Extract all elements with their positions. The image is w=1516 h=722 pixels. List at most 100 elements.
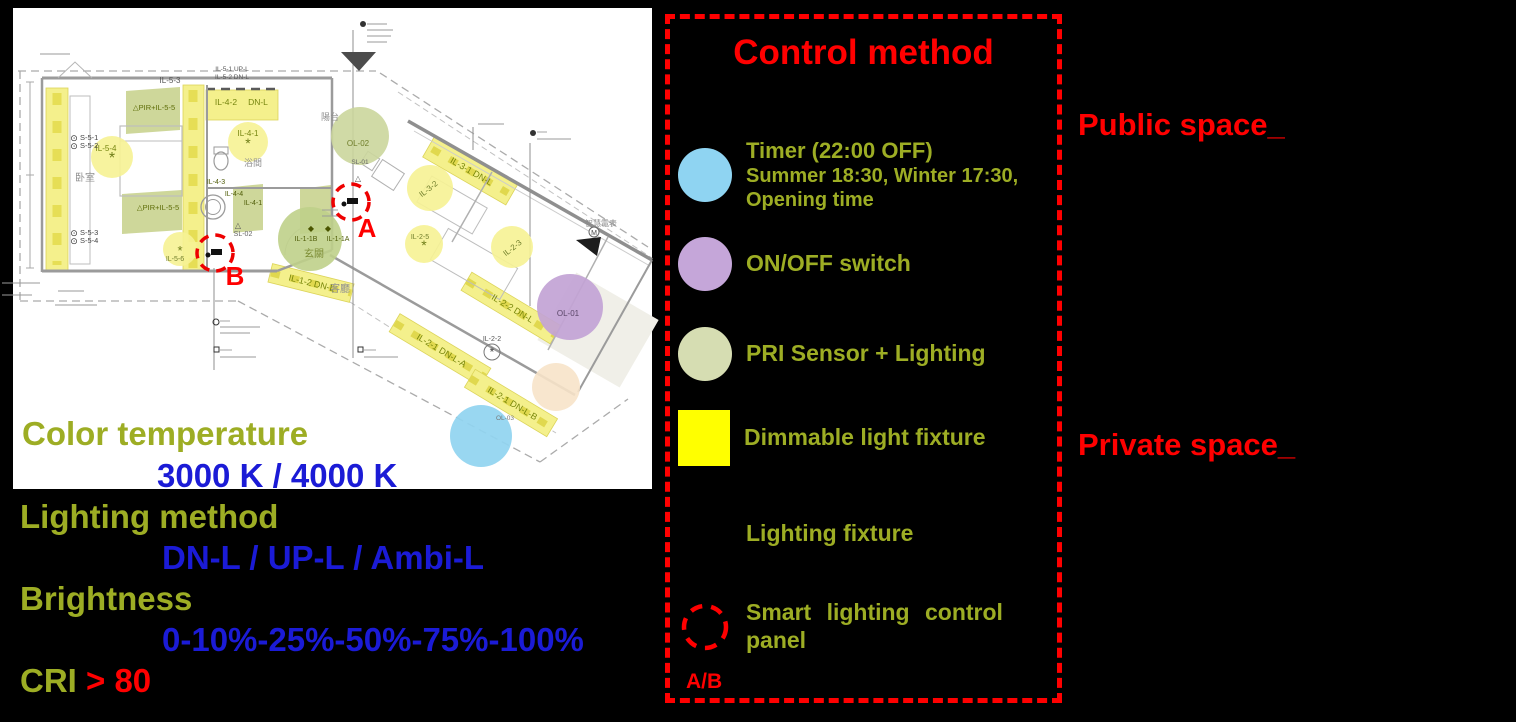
fixture-symbol: *: [109, 150, 115, 167]
legend-item-pri-sensor: PRI Sensor + Lighting: [678, 310, 1053, 398]
public-space-label: Public space_: [1078, 107, 1285, 142]
lighting-method-value: DN-L / UP-L / Ambi-L: [162, 539, 485, 576]
brightness-value: 0-10%-25%-50%-75%-100%: [162, 621, 584, 658]
zone-circle-IL-3-2: [407, 165, 453, 211]
dimmable-square-icon: [678, 410, 730, 466]
fixture-symbol: ◆: [308, 224, 315, 233]
legend-item-sublabel: Opening time: [746, 189, 874, 212]
control-method-legend: Control method Timer (22:00 OFF) Summer …: [665, 14, 1062, 703]
zone-circle-blue: [450, 405, 512, 467]
plan-line: [430, 145, 510, 197]
smart-meter-label: 智慧電表: [585, 218, 617, 228]
fixture-symbol: *: [245, 135, 251, 151]
plan-ml: [367, 23, 393, 43]
plan-text: OL-02: [347, 139, 370, 148]
legend-item-lighting-fixture: Lighting fixture: [678, 494, 1053, 574]
cri-label: CRI: [20, 662, 77, 699]
pri-sensor-circle-icon: [678, 327, 732, 381]
plan-text: DN-L: [248, 97, 268, 107]
plan-text: △PIR+IL-5-5: [133, 103, 175, 112]
plan-text: S-5-2: [80, 141, 98, 150]
zone-circle-IL-2-5: [405, 225, 443, 263]
room-label-bath: 浴間: [244, 158, 262, 168]
legend-item-label: Dimmable light fixture: [744, 424, 986, 451]
plan-text: IL-1-1A: [327, 236, 350, 243]
legend-item-onoff: ON/OFF switch: [678, 220, 1053, 308]
zone-circle-IL-4-1: [228, 122, 268, 162]
meter-symbol: M: [591, 230, 597, 237]
plan-line: [465, 278, 557, 338]
plan-rrect: [370, 158, 406, 192]
plan-ml: [220, 320, 260, 334]
pir-zone: [126, 87, 180, 134]
room-label-living: 客廳: [330, 282, 350, 295]
plan-text: IL-5-6: [166, 256, 184, 263]
onoff-circle-icon: [678, 237, 732, 291]
legend-item-label: Smart lighting control: [746, 599, 1003, 626]
plan-text: △: [235, 221, 242, 230]
plan-text: IL-4-1: [238, 129, 259, 138]
plan-text: IL-2-2: [483, 336, 501, 343]
legend-item-dimmable: Dimmable light fixture: [678, 396, 1053, 480]
pir-zone: [122, 190, 182, 234]
room-label-entry: 玄關: [304, 247, 324, 260]
zone-circle-OL-01: [537, 274, 603, 340]
smart-panel-marker-A: [331, 182, 371, 222]
smart-panel-marker-B: [195, 233, 235, 273]
plan-circle: [205, 199, 221, 215]
plan-text: SL-02: [234, 231, 253, 238]
legend-item-label: ON/OFF switch: [746, 250, 911, 277]
cri-value: > 80: [86, 662, 152, 699]
plan-text: △PIR+IL-5-5: [137, 203, 179, 212]
zone-circle-IL-5-6: [163, 232, 197, 266]
fan-symbol: [483, 343, 501, 361]
plan-ml: [537, 131, 571, 140]
lighting-fixture-icon: [678, 507, 732, 561]
plan-text: IL-2-5: [411, 234, 429, 241]
legend-item-label: Timer (22:00 OFF): [746, 137, 933, 163]
plan-rect: [211, 249, 222, 255]
plan-line: [468, 375, 554, 431]
switch-symbol: ⊙: [70, 228, 78, 238]
plan-text: IL-4-4: [225, 191, 243, 198]
legend-item-sublabel: Summer 18:30, Winter 17:30,: [746, 165, 1019, 188]
plan-circle: [341, 201, 347, 207]
plan-text: IL-5-4: [96, 144, 117, 153]
wedge-marker: [576, 237, 601, 256]
plan-rect: [213, 146, 229, 155]
legend-item-label: panel: [746, 627, 807, 653]
plan-text: SL-01: [351, 159, 369, 166]
smart-panel-label-A: A: [358, 213, 377, 243]
plan-text: IL-5-2 DN-L: [215, 74, 249, 81]
plan-text: S-5-4: [80, 236, 98, 245]
wardrobe: [69, 95, 91, 265]
plan-text: IL-5-1 UP-L: [215, 66, 249, 73]
plan-line: [393, 319, 487, 381]
plan-line: [413, 130, 651, 267]
smart-panel-label-B: B: [226, 261, 245, 291]
color-temperature-value: 3000 K / 4000 K: [157, 457, 398, 494]
plan-text: OL-01: [557, 309, 580, 318]
legend-item-smart-panel: Smart lighting control panel: [678, 581, 1053, 673]
plan-text: IL-5-3: [160, 76, 181, 85]
zone-circle-IL-5-4: [91, 136, 133, 178]
fixture-symbol: *: [177, 243, 182, 258]
section-marker: [341, 52, 376, 71]
brightness-label: Brightness: [20, 580, 193, 617]
toilet: [213, 151, 229, 171]
plan-ml: [2, 282, 40, 296]
zone-circle-IL-2-3: [491, 226, 533, 268]
lighting-method-label: Lighting method: [20, 498, 279, 535]
room-label-bedroom: 卧室: [75, 171, 95, 184]
plan-text: IL-4-1: [244, 200, 262, 207]
plan-circle: [212, 318, 220, 326]
fixture-symbol: ◆: [325, 224, 332, 233]
plan-ml: [322, 209, 340, 217]
plan-circle: [205, 252, 211, 258]
plan-text: IL-4-3: [207, 179, 225, 186]
plan-ml: [220, 349, 256, 358]
smart-panel-circle-icon: [681, 603, 729, 651]
legend-item-label: PRI Sensor + Lighting: [746, 340, 986, 367]
